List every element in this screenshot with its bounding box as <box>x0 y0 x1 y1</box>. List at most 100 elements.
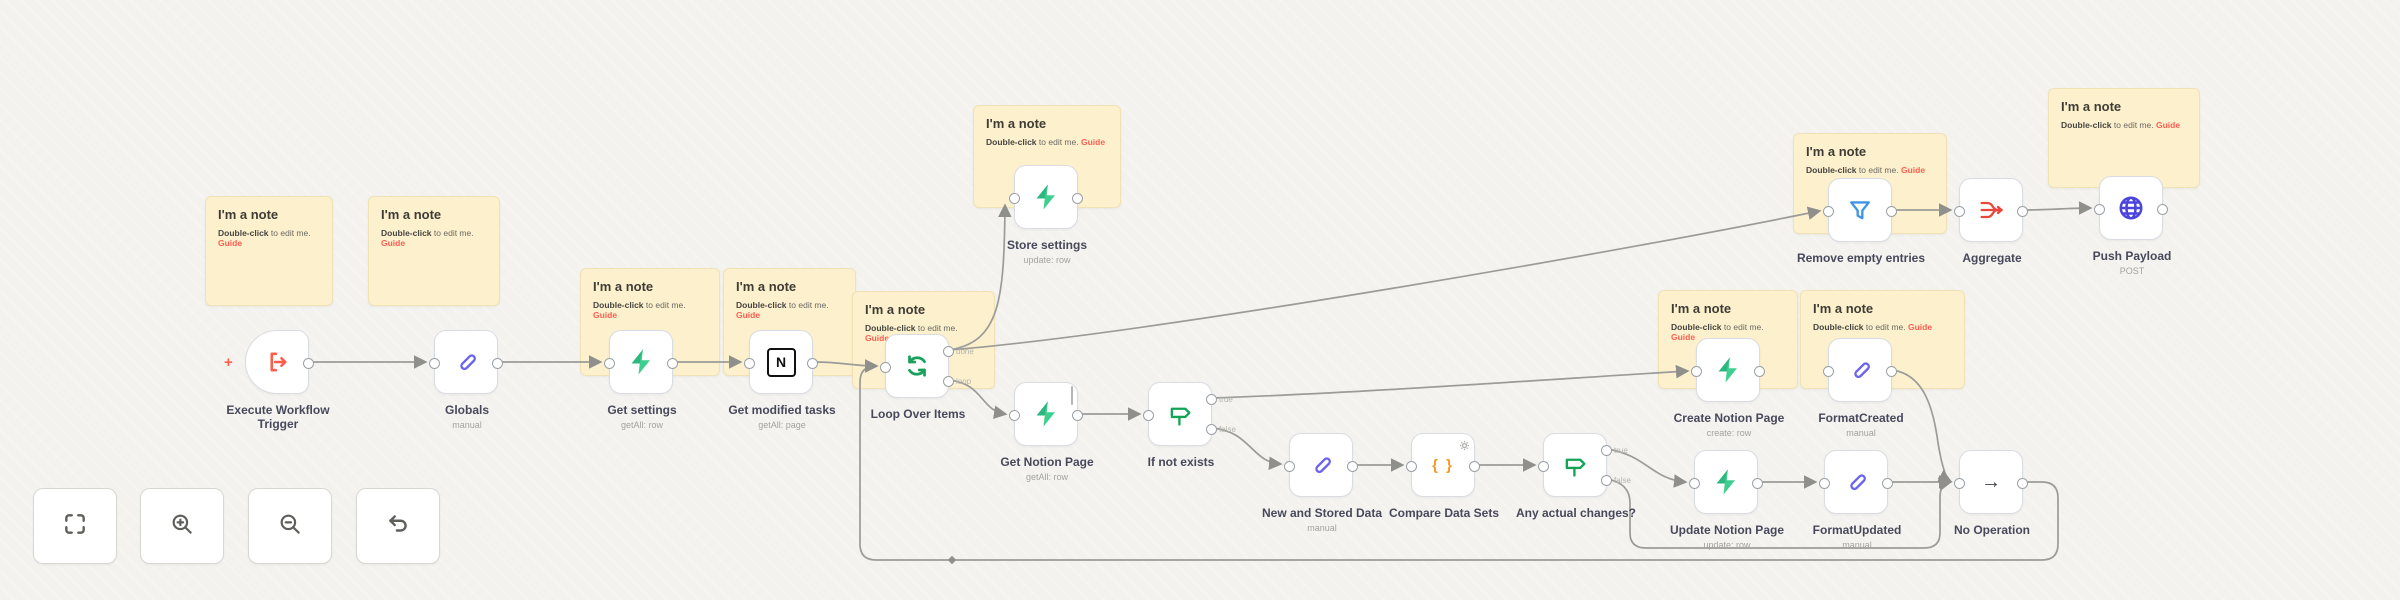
loop-icon <box>886 335 948 397</box>
node-sublabel: manual <box>1846 428 1876 439</box>
node-label: If not exists <box>1147 455 1215 469</box>
input-port[interactable] <box>744 357 755 369</box>
input-port[interactable] <box>1823 365 1834 377</box>
output-port[interactable] <box>1072 192 1083 204</box>
sticky-note-1[interactable]: I'm a note Double-click to edit me. Guid… <box>205 196 333 306</box>
output-port[interactable] <box>2017 205 2028 217</box>
input-port[interactable] <box>1689 477 1700 489</box>
output-label: loop <box>956 376 972 386</box>
output-label: done <box>956 346 974 356</box>
input-port[interactable] <box>1823 205 1834 217</box>
note-title: I'm a note <box>2061 99 2122 114</box>
note-guide-link[interactable]: Guide <box>1900 165 1926 175</box>
output-port[interactable] <box>1886 205 1897 217</box>
output-port[interactable] <box>1601 444 1612 456</box>
output-port[interactable] <box>1347 460 1358 472</box>
note-body: Double-click to edit me. Guide <box>865 323 958 343</box>
node-label: Execute Workflow Trigger <box>226 403 330 432</box>
output-port[interactable] <box>1754 365 1765 377</box>
note-guide-link[interactable]: Guide <box>865 333 890 343</box>
input-port[interactable] <box>1538 460 1549 472</box>
input-port[interactable] <box>1284 460 1295 472</box>
note-title: I'm a note <box>1806 144 1867 159</box>
reset-zoom-button[interactable] <box>356 488 440 564</box>
sticky-note-2[interactable]: I'm a note Double-click to edit me. Guid… <box>368 196 500 306</box>
input-port[interactable] <box>1406 460 1417 472</box>
output-port[interactable] <box>1752 477 1763 489</box>
output-port[interactable] <box>1206 393 1217 405</box>
node-label: Get settings <box>607 403 677 417</box>
output-port[interactable] <box>1206 423 1217 435</box>
output-port[interactable] <box>943 345 954 357</box>
input-port[interactable] <box>429 357 440 369</box>
output-port[interactable] <box>1886 365 1897 377</box>
output-port[interactable] <box>807 357 818 369</box>
zoom-out-icon <box>277 511 303 542</box>
output-port[interactable] <box>2017 477 2028 489</box>
zoom-in-button[interactable] <box>140 488 224 564</box>
input-port[interactable] <box>1691 365 1702 377</box>
input-port[interactable] <box>1954 477 1965 489</box>
note-guide-link[interactable]: Guide <box>2155 120 2181 130</box>
note-body: Double-click to edit me. Guide <box>218 228 311 248</box>
zoom-out-button[interactable] <box>248 488 332 564</box>
output-label: true <box>1614 445 1628 455</box>
output-port[interactable] <box>1072 409 1083 421</box>
note-guide-link[interactable]: Guide <box>381 238 406 248</box>
input-port[interactable] <box>1819 477 1830 489</box>
input-port[interactable] <box>1143 409 1154 421</box>
fit-view-icon <box>62 511 88 542</box>
note-guide-link[interactable]: Guide <box>593 310 618 320</box>
output-port[interactable] <box>667 357 678 369</box>
aggregate-icon <box>1960 179 2022 241</box>
output-port[interactable] <box>1469 460 1480 472</box>
input-port[interactable] <box>880 361 891 373</box>
trigger-pin-icon: + <box>224 354 233 371</box>
input-port[interactable] <box>604 357 615 369</box>
http-icon <box>2100 177 2162 239</box>
output-port[interactable] <box>1601 474 1612 486</box>
note-guide-link[interactable]: Guide <box>1907 322 1933 332</box>
notion-icon: N <box>750 331 812 393</box>
node-execute-workflow-trigger[interactable]: + Execute Workflow Trigger <box>224 330 330 431</box>
node-compare-data-sets[interactable]: { }Compare Data Sets <box>1389 433 1499 520</box>
output-port[interactable] <box>492 357 503 369</box>
node-no-operation[interactable]: →No Operation <box>1954 450 2030 537</box>
node-aggregate[interactable]: Aggregate <box>1954 178 2028 265</box>
note-guide-link[interactable]: Guide <box>218 238 243 248</box>
note-title: I'm a note <box>1813 301 1874 316</box>
note-body: Double-click to edit me. Guide <box>593 300 686 320</box>
input-port[interactable] <box>2094 203 2105 215</box>
note-guide-link[interactable]: Guide <box>1080 137 1106 147</box>
output-port[interactable] <box>2157 203 2168 215</box>
output-port[interactable] <box>303 357 314 369</box>
output-port[interactable] <box>1882 477 1893 489</box>
sticky-note-10[interactable]: I'm a note Double-click to edit me. Guid… <box>2048 88 2200 188</box>
trigger-icon <box>246 331 308 393</box>
fit-view-button[interactable] <box>33 488 117 564</box>
node-label: Aggregate <box>1962 251 2022 265</box>
input-port[interactable] <box>1009 192 1020 204</box>
input-port[interactable] <box>1009 409 1020 421</box>
output-port[interactable] <box>943 375 954 387</box>
input-port[interactable] <box>1954 205 1965 217</box>
node-sublabel: getAll: page <box>758 420 806 431</box>
node-remove-empty-entries[interactable]: Remove empty entries <box>1797 178 1925 265</box>
node-sublabel: manual <box>1842 540 1872 551</box>
note-guide-link[interactable]: Guide <box>736 310 761 320</box>
